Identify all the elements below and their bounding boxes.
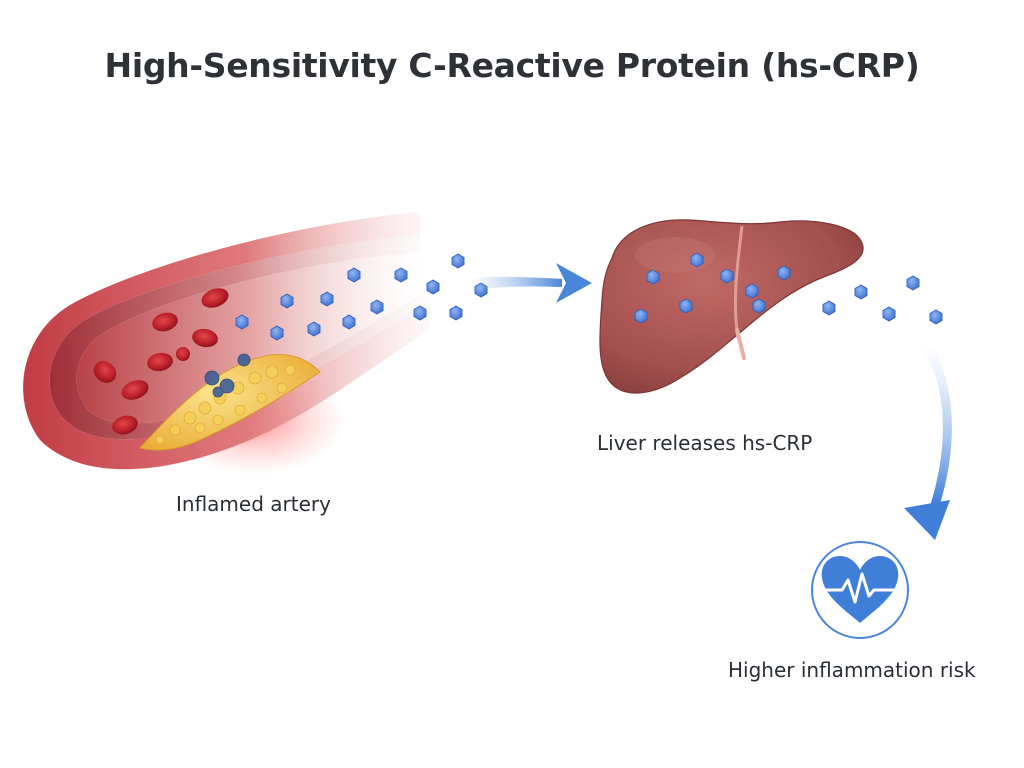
page-title: High-Sensitivity C-Reactive Protein (hs-… <box>104 46 920 85</box>
hs-crp-molecules-released <box>822 275 943 325</box>
label-inflamed-artery: Inflamed artery <box>176 492 331 516</box>
arrow-artery-to-liver <box>470 263 592 303</box>
inflamed-artery-illustration <box>23 212 431 475</box>
heart-pulse-icon <box>811 541 909 639</box>
liver-illustration <box>599 219 864 394</box>
red-blood-cells <box>93 288 229 435</box>
arrow-liver-to-risk <box>904 340 952 540</box>
label-inflammation-risk: Higher inflammation risk <box>728 658 976 682</box>
label-liver-releases: Liver releases hs-CRP <box>597 431 813 455</box>
